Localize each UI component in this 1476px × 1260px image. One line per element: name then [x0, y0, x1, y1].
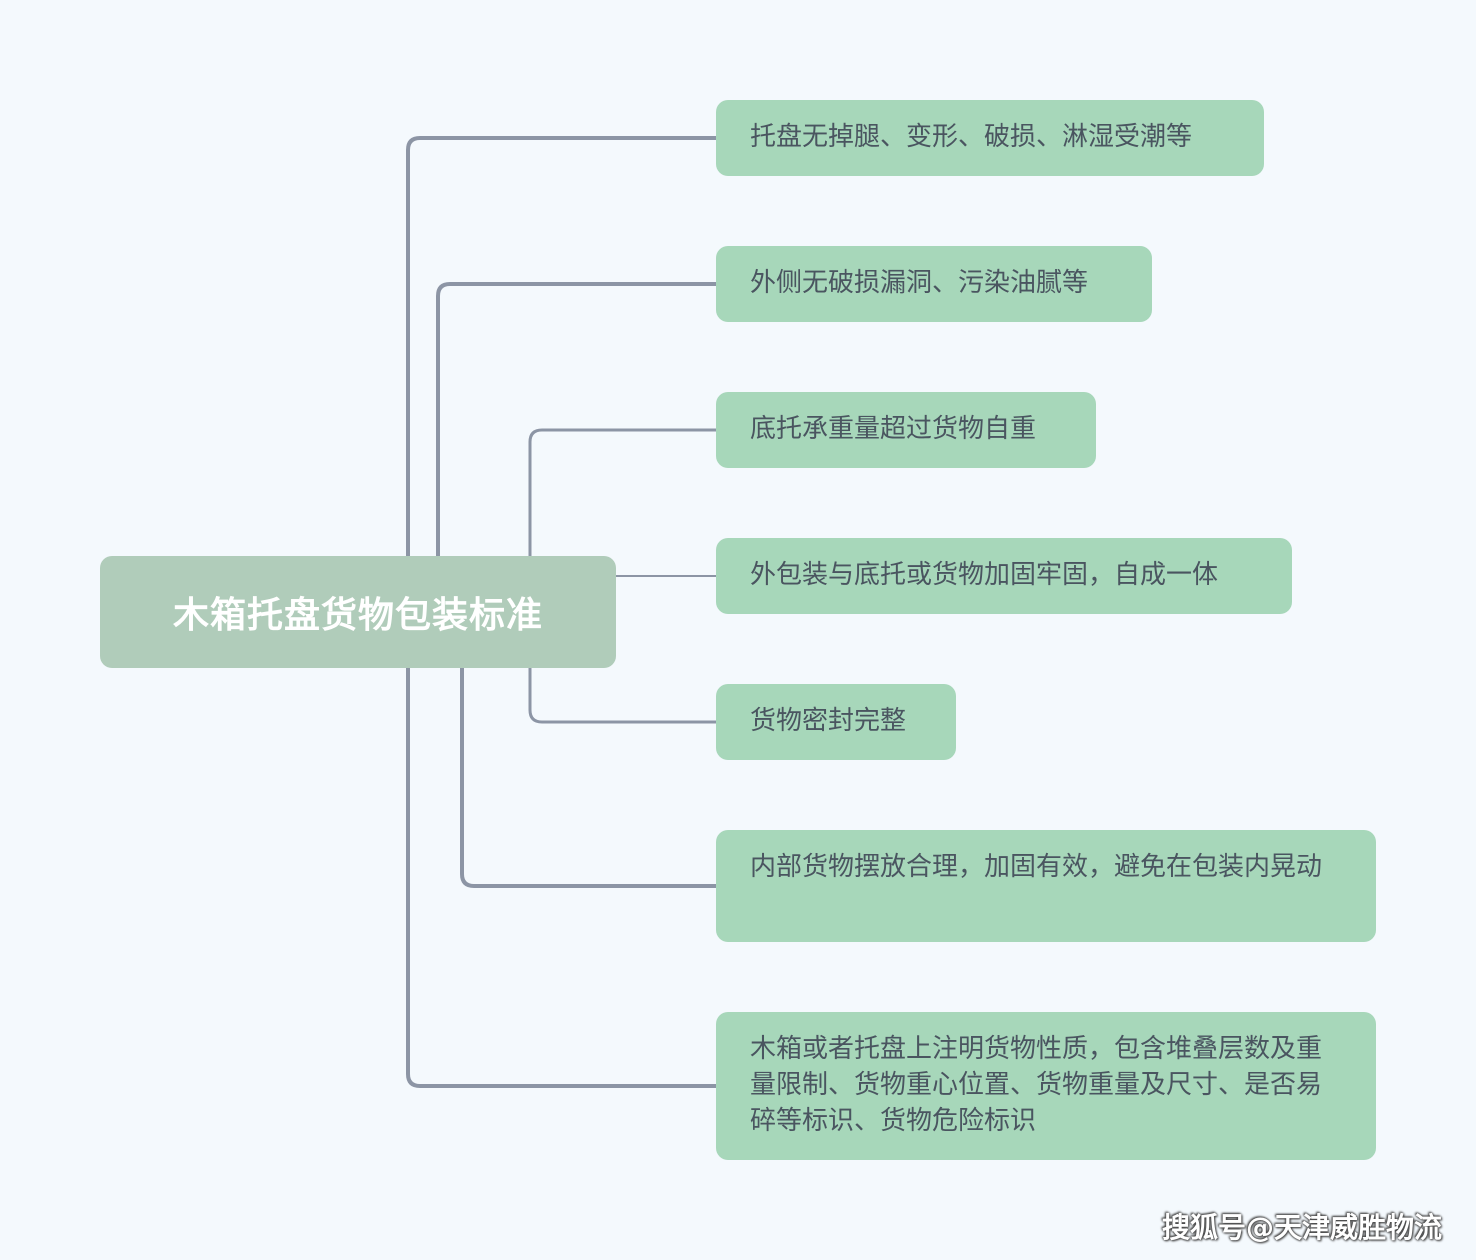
branch-topic-1[interactable]: 托盘无掉腿、变形、破损、淋湿受潮等	[716, 100, 1264, 176]
branch-topic-4[interactable]: 外包装与底托或货物加固牢固，自成一体	[716, 538, 1292, 614]
connector-branch-7	[406, 666, 718, 1088]
branch-topic-label: 货物密封完整	[750, 706, 907, 736]
branch-topic-7[interactable]: 木箱或者托盘上注明货物性质，包含堆叠层数及重量限制、货物重心位置、货物重量及尺寸…	[716, 1012, 1376, 1160]
branch-topic-label: 底托承重量超过货物自重	[750, 414, 1037, 444]
branch-topic-label: 外侧无破损漏洞、污染油腻等	[750, 268, 1089, 298]
branch-topic-label: 外包装与底托或货物加固牢固，自成一体	[750, 560, 1219, 590]
branch-topic-3[interactable]: 底托承重量超过货物自重	[716, 392, 1096, 468]
branch-topic-2[interactable]: 外侧无破损漏洞、污染油腻等	[716, 246, 1152, 322]
root-topic[interactable]: 木箱托盘货物包装标准	[100, 556, 616, 668]
connector-branch-3	[528, 428, 718, 558]
watermark: 搜狐号@天津威胜物流	[1161, 1211, 1442, 1244]
branch-topic-5[interactable]: 货物密封完整	[716, 684, 956, 760]
root-topic-label: 木箱托盘货物包装标准	[172, 595, 543, 636]
connector-branch-1	[406, 136, 718, 558]
branch-topic-6[interactable]: 内部货物摆放合理，加固有效，避免在包装内晃动	[716, 830, 1376, 942]
connector-branch-5	[528, 666, 718, 724]
branch-topic-label: 内部货物摆放合理，加固有效，避免在包装内晃动	[750, 852, 1323, 882]
branch-topic-label: 托盘无掉腿、变形、破损、淋湿受潮等	[750, 122, 1193, 152]
connector-branch-2	[436, 282, 718, 558]
branch-topic-label: 木箱或者托盘上注明货物性质，包含堆叠层数及重量限制、货物重心位置、货物重量及尺寸…	[750, 1034, 1323, 1136]
connector-branch-6	[460, 666, 718, 888]
